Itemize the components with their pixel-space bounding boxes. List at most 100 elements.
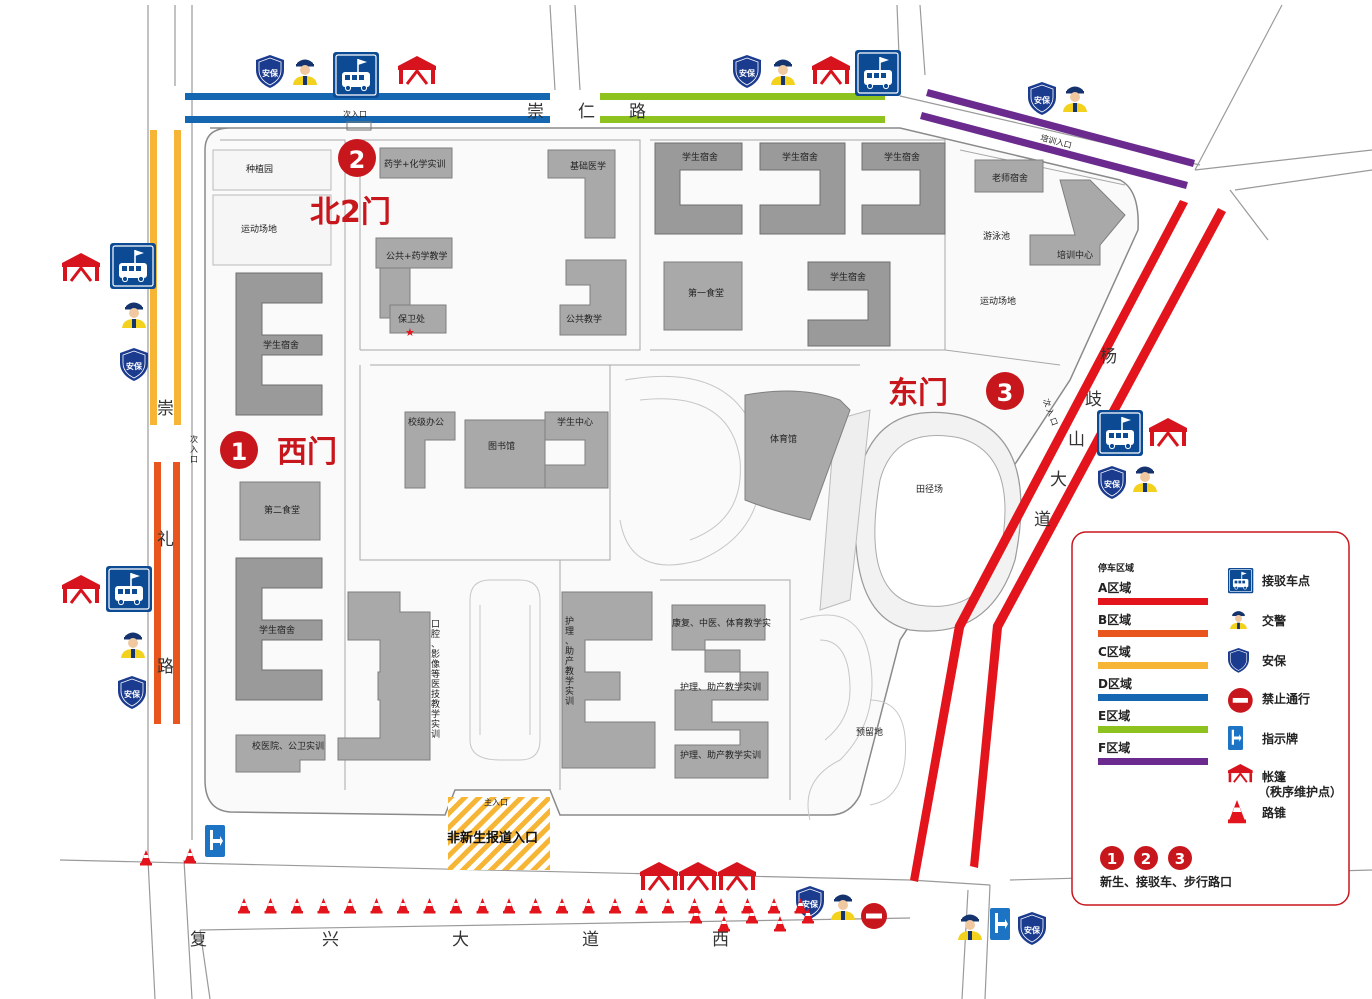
parking-zone-f bbox=[926, 89, 1195, 167]
traffic-cone-icon bbox=[317, 898, 330, 914]
gate-east-name: 东门 bbox=[888, 376, 948, 411]
signpost-icon bbox=[1228, 726, 1243, 750]
legend-symbol-label: 路锥 bbox=[1262, 805, 1286, 820]
traffic-cone-icon bbox=[662, 898, 674, 914]
campus-boundary bbox=[204, 127, 1139, 816]
north-secondary-entrance: 次入口 bbox=[343, 109, 367, 119]
legend-zone-label: A区域 bbox=[1098, 580, 1131, 595]
traffic-cone-icon bbox=[423, 898, 436, 914]
tent-icon bbox=[716, 860, 758, 892]
traffic-cone-icon bbox=[238, 898, 250, 914]
tent-icon bbox=[1147, 416, 1189, 448]
entrances: 次入口 次 入 口 次 入 口 培训入口 主入口 非新生报道入口 bbox=[190, 109, 1073, 870]
parking-zone-e bbox=[600, 93, 885, 100]
vertical-label-char: 学 bbox=[565, 675, 574, 687]
shuttle-bus-icon[interactable] bbox=[1096, 409, 1144, 457]
traffic-cone-icon bbox=[184, 848, 196, 864]
traffic-cone-icon bbox=[774, 916, 786, 932]
label-security-office: 保卫处 bbox=[398, 313, 425, 325]
legend-gate-number: 2 bbox=[1141, 850, 1151, 868]
gate-west[interactable]: 1 西门 bbox=[220, 431, 337, 470]
legend-zone-swatch bbox=[1098, 726, 1208, 733]
label-training-center: 培训中心 bbox=[1057, 249, 1093, 261]
label-rehab-tcm-pe-lab: 康复、中医、体育教学实 bbox=[672, 617, 771, 629]
parking-zone-d bbox=[185, 116, 550, 123]
no-entry-icon bbox=[1228, 688, 1253, 713]
security-shield-label: 安保 bbox=[126, 361, 143, 371]
east-secondary-entrance-1: 次 bbox=[1041, 397, 1053, 408]
shuttle-bus-icon[interactable] bbox=[109, 242, 157, 290]
traffic-cone-icon bbox=[503, 898, 515, 914]
tent-icon bbox=[60, 251, 102, 283]
legend-gate-note: 新生、接驳车、步行路口 bbox=[1100, 874, 1232, 889]
gate-north-2-name: 北2门 bbox=[310, 195, 391, 230]
road-names: 崇 仁 路 崇 礼 路 复 兴 大 道 西 杨 歧 山 大 道 bbox=[157, 102, 1117, 950]
legend-zone-label: E区域 bbox=[1098, 708, 1130, 723]
label-dorm-3: 学生宿舍 bbox=[884, 151, 920, 163]
gate-east[interactable]: 3 东门 bbox=[888, 372, 1024, 411]
gate-west-name: 西门 bbox=[277, 435, 337, 470]
legend-gate-number: 3 bbox=[1175, 850, 1185, 868]
legend-zone-swatch bbox=[1098, 758, 1208, 765]
label-school-office: 校级办公 bbox=[408, 416, 444, 428]
traffic-police-icon bbox=[1063, 86, 1087, 112]
vertical-label-char: 理 bbox=[565, 626, 574, 637]
vertical-label-char: 教 bbox=[565, 665, 574, 677]
tent-icon bbox=[396, 54, 438, 86]
tent-icon bbox=[810, 54, 852, 86]
shuttle-bus-icon[interactable] bbox=[854, 49, 902, 97]
road-name-east-1: 杨 bbox=[1100, 347, 1117, 367]
map-markers: 安保 安保 安保 安保 安保 安保 安保 bbox=[60, 49, 1189, 946]
label-second-canteen: 第二食堂 bbox=[264, 504, 300, 516]
parking-zone-c bbox=[174, 130, 181, 425]
campus-roads bbox=[220, 139, 1126, 800]
legend-symbol-sublabel: （秩序维护点） bbox=[1258, 784, 1342, 799]
label-nursing-lab-vertical: 护理、助产教学实训 bbox=[565, 615, 574, 707]
gate-north-2[interactable]: 2 北2门 bbox=[310, 139, 391, 230]
vertical-label-char: 教 bbox=[431, 698, 440, 710]
legend-gate-numbers: 1 2 3 新生、接驳车、步行路口 bbox=[1100, 846, 1232, 889]
star-icon: ★ bbox=[405, 326, 415, 339]
legend-gate-number: 1 bbox=[1107, 850, 1117, 868]
parking-zone-e bbox=[600, 116, 885, 123]
legend-zone-label: B区域 bbox=[1098, 612, 1131, 627]
road-name-east-2: 歧 bbox=[1085, 390, 1102, 410]
traffic-police-icon bbox=[293, 59, 317, 85]
traffic-cone-icon bbox=[397, 898, 409, 914]
traffic-cone-icon bbox=[556, 898, 568, 914]
road-name-south-5: 西 bbox=[712, 930, 729, 950]
legend-zone-label: D区域 bbox=[1098, 676, 1132, 691]
label-student-center: 学生中心 bbox=[557, 416, 593, 428]
road-name-south-4: 道 bbox=[582, 930, 599, 950]
shuttle-bus-icon[interactable] bbox=[332, 51, 380, 99]
traffic-cone-icon bbox=[529, 898, 542, 914]
parking-zone-f bbox=[920, 112, 1188, 189]
security-shield-label: 安保 bbox=[1034, 95, 1051, 105]
vertical-label-char: 等 bbox=[431, 668, 440, 680]
traffic-cone-icon bbox=[344, 898, 356, 914]
vertical-label-char: 训 bbox=[431, 729, 440, 740]
vertical-label-char: 像 bbox=[431, 658, 440, 670]
west-secondary-entrance-1: 次 bbox=[190, 434, 198, 444]
legend-title: 停车区域 bbox=[1098, 562, 1134, 574]
security-shield-label: 安保 bbox=[124, 689, 141, 699]
vertical-label-char: 实 bbox=[431, 718, 440, 730]
road-name-west-1: 崇 bbox=[157, 399, 174, 419]
label-gymnasium: 体育馆 bbox=[770, 433, 797, 445]
legend-zone-swatch bbox=[1098, 598, 1208, 605]
vertical-label-char: 训 bbox=[565, 696, 574, 707]
legend-zone-swatch bbox=[1098, 630, 1208, 637]
shuttle-bus-icon[interactable] bbox=[105, 565, 153, 613]
west-secondary-entrance-3: 口 bbox=[190, 455, 198, 464]
label-pharmacy-chem-lab: 药学+化学实训 bbox=[384, 158, 446, 170]
parking-zone-b bbox=[173, 462, 180, 724]
security-shield-label: 安保 bbox=[1104, 479, 1121, 489]
vertical-label-char: 医 bbox=[431, 679, 440, 690]
label-dorm-4: 学生宿舍 bbox=[830, 271, 866, 283]
label-hospital-health-lab: 校医院、公卫实训 bbox=[252, 740, 324, 752]
label-dorm-1: 学生宿舍 bbox=[682, 151, 718, 163]
security-shield-label: 安保 bbox=[262, 68, 279, 78]
